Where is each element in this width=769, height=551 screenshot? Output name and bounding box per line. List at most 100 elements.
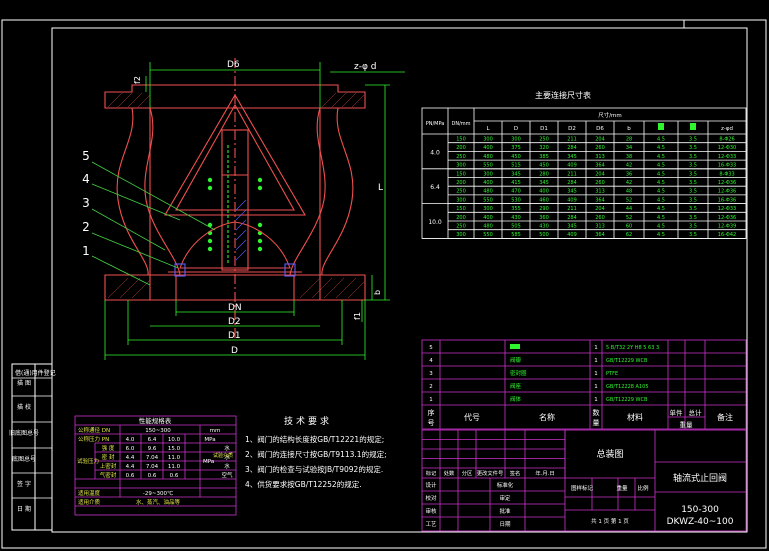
main-table-cell: 34 bbox=[626, 145, 632, 151]
main-table-cell: 250 bbox=[456, 224, 466, 230]
main-table-cell: 52 bbox=[626, 197, 632, 203]
dim-d: D bbox=[231, 346, 238, 356]
perf-temp-value: -29~300℃ bbox=[143, 490, 173, 497]
main-table-cell: 3.5 bbox=[689, 224, 697, 230]
rev-header: 年.月.日 bbox=[535, 469, 554, 477]
main-table-col-header: D2 bbox=[568, 126, 576, 132]
dim-f1: f1 bbox=[353, 312, 362, 320]
bom-header-unit: 单件 bbox=[670, 408, 684, 417]
dimension-labels: D6 f2 z-φ d L b f1 DN D2 D1 D bbox=[133, 60, 383, 356]
main-table-col-header: L bbox=[486, 126, 490, 132]
main-table-cell: 400 bbox=[539, 189, 549, 195]
bom-no: 4 bbox=[429, 358, 433, 364]
main-table-cell: 284 bbox=[567, 180, 577, 186]
perf-medium-value: 水 bbox=[224, 444, 230, 452]
main-table-cell: 3.5 bbox=[689, 145, 697, 151]
main-table-cell: 415 bbox=[511, 180, 521, 186]
bom-material: GB/T12229 WCB bbox=[606, 358, 648, 364]
dim-l: L bbox=[378, 183, 383, 193]
main-table-cell: 550 bbox=[483, 197, 493, 203]
bom-header-qty-2: 量 bbox=[593, 419, 600, 427]
perf-test-row-label: 气密封 bbox=[100, 471, 117, 479]
main-table-cell: 12-Φ36 bbox=[718, 215, 736, 221]
guide-cone bbox=[164, 93, 306, 216]
bom-header-total: 总计 bbox=[689, 408, 703, 417]
bom-no: 1 bbox=[429, 397, 433, 403]
main-table-col-header: D bbox=[514, 126, 518, 132]
main-table-col-header: z-φd bbox=[721, 126, 733, 132]
main-table-cell: 313 bbox=[595, 189, 605, 195]
main-table-cell: 42 bbox=[626, 163, 632, 169]
main-table-cell: 300 bbox=[483, 137, 493, 143]
main-table-cell: 44 bbox=[626, 206, 632, 212]
perf-test-row-label: 密 封 bbox=[102, 453, 115, 461]
stage-label: 图样标记 bbox=[571, 484, 594, 492]
bom-name: 阀体 bbox=[510, 395, 522, 403]
bom-header-no-2: 号 bbox=[428, 419, 435, 427]
main-table-cell: 250 bbox=[539, 137, 549, 143]
bom-header-material: 材料 bbox=[627, 412, 643, 422]
role-label: 设计 bbox=[425, 481, 437, 489]
role2-label: 审定 bbox=[499, 494, 511, 502]
main-table-cell: 12-Φ33 bbox=[718, 154, 736, 160]
bom-qty: 1 bbox=[594, 345, 598, 351]
rev-header: 标记 bbox=[426, 469, 437, 477]
main-table-cell: 4.5 bbox=[657, 189, 665, 195]
main-table-cell: 16-Φ33 bbox=[718, 163, 736, 169]
bom-material: PTFE bbox=[606, 371, 618, 377]
main-table-cell: 3.5 bbox=[689, 154, 697, 160]
main-table-cell: 250 bbox=[456, 189, 466, 195]
bom-material: 5 B/T32 2Y H8 5 63 3 bbox=[606, 345, 659, 351]
main-table-cell: 500 bbox=[539, 232, 549, 238]
main-table-cell: 585 bbox=[511, 232, 521, 238]
main-table-cell: 450 bbox=[511, 154, 521, 160]
bom-qty: 1 bbox=[594, 397, 598, 403]
main-table-cell: 460 bbox=[539, 197, 549, 203]
main-table-cell: 409 bbox=[567, 232, 577, 238]
tech-req-item: 1、阀门的结构长度按GB/T12221的规定; bbox=[245, 434, 384, 444]
perf-test-value: 11.0 bbox=[168, 455, 181, 461]
part-leaders bbox=[91, 161, 216, 286]
main-table-cell: 8-Φ26 bbox=[719, 137, 734, 143]
perf-test-value: 6.0 bbox=[126, 446, 135, 452]
main-table-col-header: b bbox=[627, 126, 631, 132]
bom-header-qty: 数 bbox=[593, 408, 600, 417]
role2-label: 标准化 bbox=[497, 481, 514, 489]
main-table-cell: 4.5 bbox=[657, 171, 665, 177]
main-table-cell: 12-Φ36 bbox=[718, 180, 736, 186]
side-stamp-label: 签 字 bbox=[17, 480, 31, 488]
perf-pn-label: 公称压力 PN bbox=[78, 435, 109, 443]
main-table-cell: 260 bbox=[595, 180, 605, 186]
rev-header: 更改文件号 bbox=[477, 469, 504, 477]
main-table-cell: 355 bbox=[511, 206, 521, 212]
main-table-cell: 204 bbox=[595, 206, 605, 212]
perf-test-value: 15.0 bbox=[168, 446, 181, 452]
main-table-cell: 280 bbox=[539, 171, 549, 177]
main-table-cell: 4.5 bbox=[657, 224, 665, 230]
main-table-cell: 200 bbox=[456, 215, 466, 221]
tech-req-item: 3、阀门的检查与试验按JB/T9092的规定. bbox=[245, 464, 383, 474]
main-table-cell: 4.5 bbox=[657, 180, 665, 186]
main-table-cell: 550 bbox=[483, 163, 493, 169]
main-table-cell: 300 bbox=[456, 163, 466, 169]
rev-header: 签名 bbox=[510, 469, 521, 477]
perf-medium-value: 水 bbox=[224, 462, 230, 470]
main-table-cell: 300 bbox=[483, 171, 493, 177]
main-table-cell: 284 bbox=[567, 215, 577, 221]
bom-no: 5 bbox=[429, 345, 433, 351]
main-table-cell: 400 bbox=[483, 145, 493, 151]
perf-test-value: 0.6 bbox=[126, 473, 135, 479]
part-number-label: 4 bbox=[82, 172, 90, 186]
bom-no: 2 bbox=[429, 384, 433, 390]
side-stamp-label: 日 期 bbox=[17, 505, 31, 513]
bom-name: 密封圈 bbox=[510, 369, 527, 377]
bom-qty: 1 bbox=[594, 384, 598, 390]
dim-dn: DN bbox=[228, 303, 242, 313]
main-table-cell: 12-Φ33 bbox=[718, 206, 736, 212]
sheet-text: 共 1 页 第 1 页 bbox=[591, 517, 629, 525]
main-table-cell: 3.5 bbox=[689, 189, 697, 195]
